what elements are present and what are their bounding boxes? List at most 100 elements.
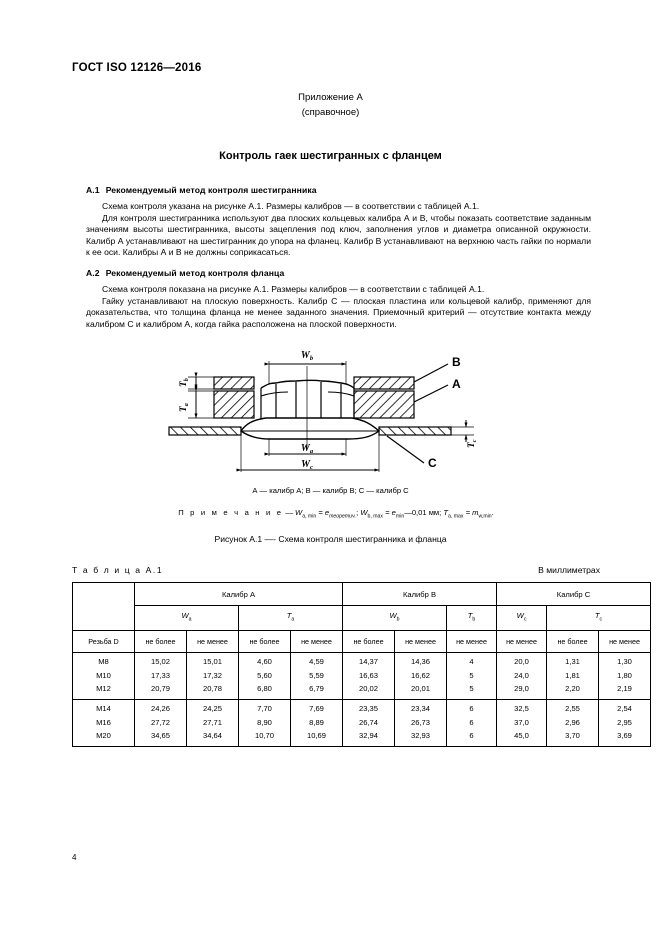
cell-value: 2,55 xyxy=(546,698,600,716)
figure-caption: Рисунок А.1 —- Схема контроля шестигранн… xyxy=(214,534,447,544)
limit-header-3: не менее xyxy=(289,630,344,653)
cell-thread: M14 xyxy=(72,698,135,716)
section-a1-paragraph-1: Схема контроля указана на рисунке А.1. Р… xyxy=(102,201,480,211)
cell-value: 8,90 xyxy=(238,715,291,729)
cell-value: 34,64 xyxy=(186,728,239,747)
cell-value: 1,81 xyxy=(546,668,600,683)
cell-value: 4,60 xyxy=(238,651,291,669)
row-header-thread: Резьба D xyxy=(72,630,135,653)
section-a2-paragraph-1: Схема контроля показана на рисунке А.1. … xyxy=(102,284,485,294)
limit-header-8: не более xyxy=(546,630,600,653)
limit-header-9: не менее xyxy=(598,630,652,653)
cell-value: 5 xyxy=(446,682,498,700)
cell-value: 20,78 xyxy=(186,682,239,700)
cell-value: 3,70 xyxy=(546,728,600,747)
gauge-dimensions-table: Калибр А Калибр В Калибр С Wa Ta Wb Tb W… xyxy=(72,582,652,747)
cell-value: 27,71 xyxy=(186,715,239,729)
cell-value: 2,95 xyxy=(598,715,652,729)
annex-header: Приложение А (справочное) xyxy=(0,92,661,118)
cell-thread: M10 xyxy=(72,668,135,683)
cell-value: 5 xyxy=(446,668,498,683)
symbol-header-wa: Wa xyxy=(134,605,239,631)
cell-value: 20,01 xyxy=(394,682,448,700)
callout-label-b: B xyxy=(452,355,461,369)
limit-header-6: не менее xyxy=(446,630,498,653)
figure-note: П р и м е ч а н и е — Wa, min = eтеорети… xyxy=(86,508,586,520)
cell-value: 2,54 xyxy=(598,698,652,716)
section-a2-number: А.2 xyxy=(86,268,100,278)
dimension-label-tb: Tb xyxy=(179,378,190,387)
section-a1-number: А.1 xyxy=(86,185,100,195)
cell-value: 14,37 xyxy=(342,651,396,669)
figure-note-w-b: W xyxy=(360,508,368,517)
dimension-label-ta: Ta xyxy=(179,403,190,412)
cell-thread: M16 xyxy=(72,715,135,729)
annex-subtitle: (справочное) xyxy=(301,107,360,118)
cell-value: 10,70 xyxy=(238,728,291,747)
cell-value: 2,19 xyxy=(598,682,652,700)
figure-note-w-b-sub: b, max xyxy=(367,513,384,520)
cell-value: 23,35 xyxy=(342,698,396,716)
standard-id-header: ГОСТ ISO 12126—2016 xyxy=(72,62,202,74)
cell-value: 24,25 xyxy=(186,698,239,716)
figure-note-eq3-sub: w,min xyxy=(478,513,492,520)
cell-value: 3,69 xyxy=(598,728,652,747)
cell-value: 4,59 xyxy=(289,651,344,669)
figure-note-sep1: ; xyxy=(356,508,361,517)
cell-value: 5,60 xyxy=(238,668,291,683)
cell-value: 29,0 xyxy=(496,682,548,700)
cell-value: 2,96 xyxy=(546,715,600,729)
limit-header-0: не более xyxy=(134,630,187,653)
group-header-gauge-c: Калибр С xyxy=(496,582,652,606)
cell-value: 34,65 xyxy=(134,728,187,747)
cell-value: 6,79 xyxy=(289,682,344,700)
cell-value: 16,63 xyxy=(342,668,396,683)
figure-note-w-a: W xyxy=(295,508,303,517)
cell-value: 1,30 xyxy=(598,651,652,669)
cell-value: 32,94 xyxy=(342,728,396,747)
figure-note-eq2: = e xyxy=(383,508,396,517)
section-a2-paragraph-2: Гайку устанавливают на плоскую поверхнос… xyxy=(86,295,591,329)
section-a1-paragraph-2: Для контроля шестигранника используют дв… xyxy=(86,212,591,258)
figure-note-eq2-sub: min xyxy=(395,513,405,520)
figure-note-eq1-sub: теоретич. xyxy=(329,513,357,520)
figure-key: А — калибр А; В — калибр В; С — калибр С xyxy=(252,486,409,495)
dimension-label-wb: Wb xyxy=(300,350,313,362)
figure-note-label: П р и м е ч а н и е xyxy=(178,508,284,517)
cell-value: 5,59 xyxy=(289,668,344,683)
callout-label-a: A xyxy=(452,377,461,391)
cell-value: 17,32 xyxy=(186,668,239,683)
figure-note-end: . xyxy=(491,508,494,517)
cell-value: 26,74 xyxy=(342,715,396,729)
figure-note-w-a-sub: a, min xyxy=(302,513,317,520)
table-units: В миллиметрах xyxy=(538,565,600,575)
cell-value: 17,33 xyxy=(134,668,187,683)
dimension-label-wc: Wc xyxy=(301,459,313,471)
dimension-label-wa: Wa xyxy=(300,443,313,455)
cell-thread: M20 xyxy=(72,728,135,747)
cell-value: 2,20 xyxy=(546,682,600,700)
figure-note-t-a-sub: a, max xyxy=(448,513,464,520)
cell-value: 20,79 xyxy=(134,682,187,700)
table-label: Т а б л и ц а А.1 xyxy=(72,565,164,575)
limit-header-4: не более xyxy=(342,630,396,653)
cell-value: 26,73 xyxy=(394,715,448,729)
callout-label-c: C xyxy=(428,456,437,470)
symbol-header-tb: Tb xyxy=(446,605,498,631)
cell-value: 6 xyxy=(446,698,498,716)
cell-value: 1,80 xyxy=(598,668,652,683)
cell-value: 7,69 xyxy=(289,698,344,716)
cell-value: 45,0 xyxy=(496,728,548,747)
cell-value: 32,93 xyxy=(394,728,448,747)
figure-note-eq1: = e xyxy=(316,508,330,517)
cell-value: 20,02 xyxy=(342,682,396,700)
limit-header-7: не менее xyxy=(496,630,548,653)
